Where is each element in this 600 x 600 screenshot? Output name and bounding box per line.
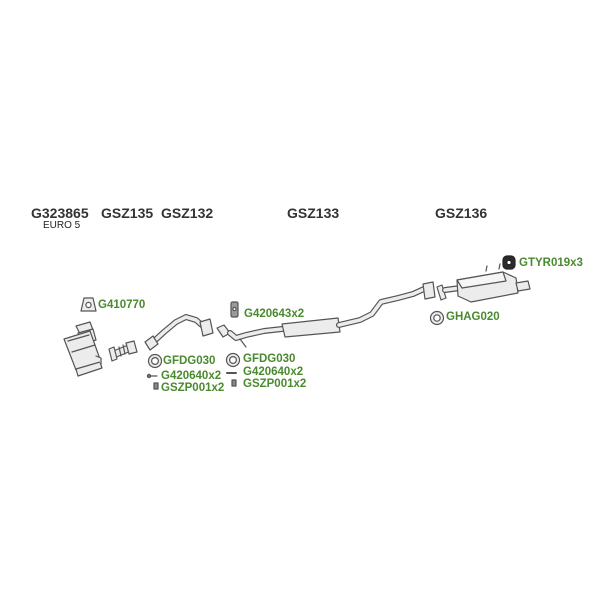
part-label-intermediate-pipe[interactable]: GSZ132 <box>161 205 214 221</box>
accessory-label-nut-left[interactable]: GSZP001x2 <box>161 382 225 394</box>
part-label-front-pipe[interactable]: GSZ135 <box>101 205 154 221</box>
flange-gasket-icon[interactable] <box>225 352 241 368</box>
rubber-hanger-icon[interactable] <box>502 255 516 270</box>
flange-gasket-icon[interactable] <box>147 353 163 369</box>
rear-silencer-icon[interactable] <box>436 263 531 303</box>
center-silencer-icon[interactable] <box>216 281 436 348</box>
part-label-rear-silencer[interactable]: GSZ136 <box>435 205 488 221</box>
euro-norm-note: EURO 5 <box>43 220 81 231</box>
nut-icon[interactable] <box>231 379 237 387</box>
part-label-center-silencer[interactable]: GSZ133 <box>287 205 340 221</box>
bolt-icon[interactable] <box>146 373 158 379</box>
part-label-catalytic-converter[interactable]: G323865 <box>31 205 89 221</box>
ring-gasket-icon[interactable] <box>429 310 445 326</box>
accessory-label-bolt-left[interactable]: G420640x2 <box>161 370 222 382</box>
clamp-icon[interactable] <box>230 301 239 318</box>
intermediate-pipe-icon[interactable] <box>144 314 214 351</box>
accessory-label-clamp[interactable]: G420643x2 <box>244 308 305 320</box>
front-pipe-icon[interactable] <box>108 340 138 362</box>
accessory-label-rubber-hanger[interactable]: GTYR019x3 <box>519 257 583 269</box>
nut-icon[interactable] <box>153 382 159 390</box>
accessory-label-flange-gasket-left[interactable]: GFDG030 <box>163 355 216 367</box>
gasket-icon[interactable] <box>80 297 97 312</box>
accessory-label-nut-right[interactable]: GSZP001x2 <box>243 378 307 390</box>
accessory-label-bolt-right[interactable]: G420640x2 <box>243 366 304 378</box>
accessory-label-flange-gasket-right[interactable]: GFDG030 <box>243 353 296 365</box>
accessory-label-gasket[interactable]: G410770 <box>98 299 146 311</box>
accessory-label-ring-gasket[interactable]: GHAG020 <box>446 311 500 323</box>
catalytic-converter-icon[interactable] <box>63 321 103 377</box>
